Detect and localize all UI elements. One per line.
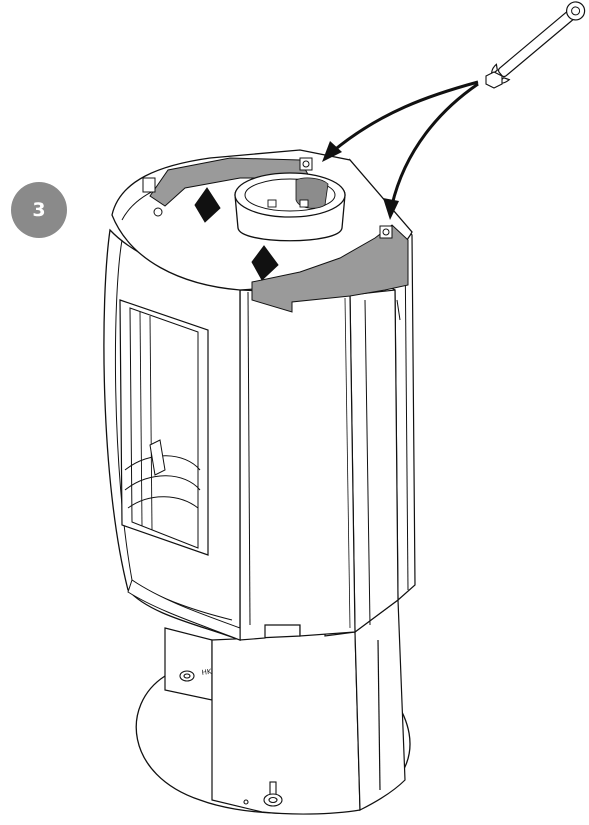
leveling-foot-left [179,670,195,682]
wrench-nut [485,71,503,89]
bolt-left [142,177,163,217]
open-end-wrench-icon [490,1,586,84]
upper-cladding-band-front [251,224,409,313]
vent-handle-front [251,245,279,281]
base-marking-label: HK [201,668,212,677]
front-panel [239,289,356,641]
door-glass [119,299,209,556]
lower-pedestal [164,598,406,815]
step-number-badge: 3 [11,182,67,238]
side-panel-right [349,289,399,634]
curved-arrow-right [390,82,479,206]
flue-collar [234,172,346,242]
bolt-rear [299,157,313,171]
leveling-foot-front [243,781,283,807]
curved-arrow-rear [331,80,479,154]
combustion-chamber [124,455,201,509]
vent-handle-left [194,187,221,223]
bolt-right [379,225,393,239]
